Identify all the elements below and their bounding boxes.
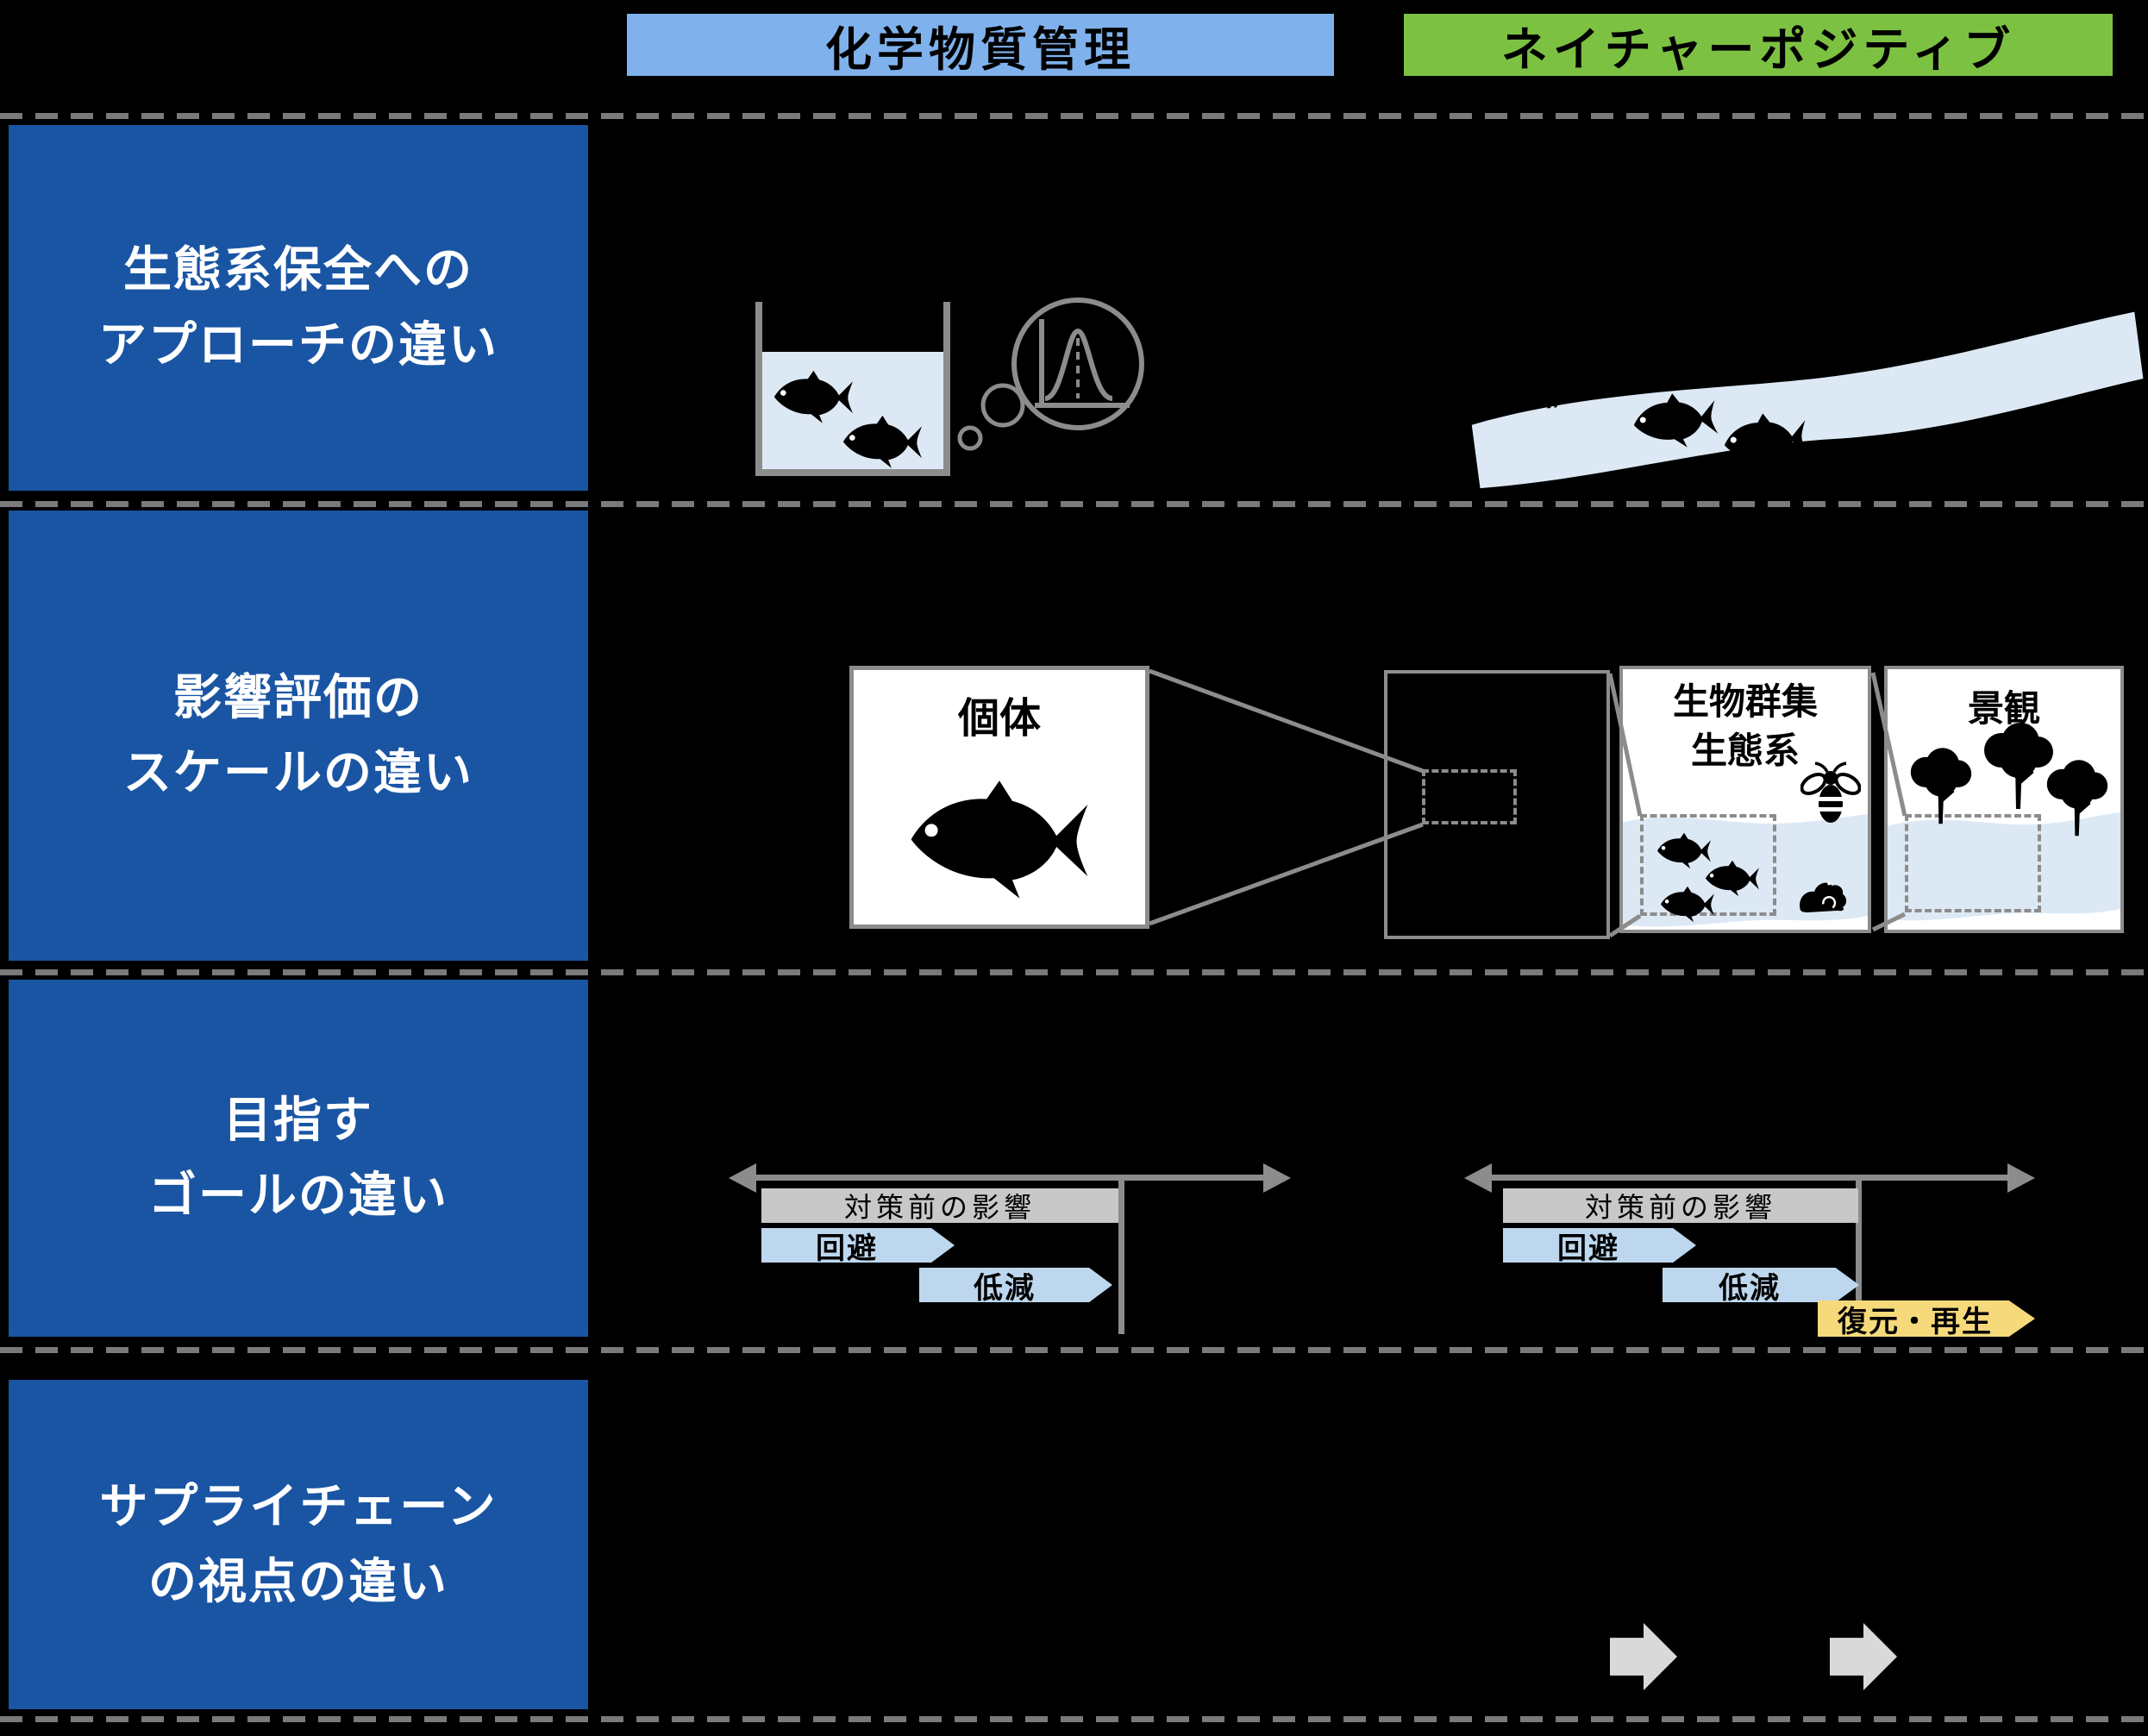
- reed-icon: [1547, 392, 1560, 409]
- row-label-supply-chain: サプライチェーン の視点の違い: [9, 1380, 588, 1709]
- row-label-approach: 生態系保全への アプローチの違い: [9, 125, 588, 491]
- thought-bubble-icon: [957, 298, 1144, 451]
- fish-icon: [911, 780, 1088, 899]
- header-chemical-management: 化学物質管理: [627, 14, 1334, 76]
- reduce-arrow: 低減: [1663, 1268, 1859, 1302]
- dashed-divider: [0, 969, 2148, 975]
- community-label: 生物群集 生態系: [1623, 678, 1868, 775]
- row-label-text: 目指す: [223, 1093, 373, 1148]
- reed-icon: [1865, 347, 1879, 363]
- zoom-area-dashed-rect: [1422, 769, 1517, 824]
- beaker-icon: [755, 302, 950, 476]
- row-label-text: 生態系保全への: [123, 242, 473, 298]
- dashed-divider: [0, 1716, 2148, 1722]
- impact-axis-left-arrowhead: [1464, 1163, 1492, 1193]
- impact-axis-left: [753, 1175, 1267, 1181]
- pre-impact-bar: 対策前の影響: [761, 1188, 1118, 1223]
- community-dashed-rect: [1640, 814, 1776, 916]
- row-label-text: の視点の違い: [148, 1554, 448, 1608]
- community-label-line1: 生物群集: [1672, 681, 1818, 722]
- row-label-goal: 目指す ゴールの違い: [9, 980, 588, 1337]
- row-label-text: サプライチェーン: [99, 1479, 498, 1534]
- tree-icon: [1903, 745, 1979, 830]
- landscape-label: 景観: [1967, 688, 2040, 729]
- community-ecosystem-box: 生物群集 生態系: [1619, 666, 1871, 933]
- landscape-box: 景観: [1884, 666, 2124, 933]
- tree-icon: [2039, 757, 2115, 842]
- water-band: [1888, 812, 2120, 921]
- river-ecosystem-illustration: [1471, 311, 2144, 489]
- row-label-text: スケールの違い: [123, 745, 473, 799]
- individual-label: 個体: [957, 696, 1041, 742]
- row-label-text: アプローチの違い: [98, 317, 498, 372]
- avoid-arrow: 回避: [1503, 1228, 1696, 1263]
- frog-icon: [1798, 881, 1848, 914]
- population-box: [1384, 670, 1610, 939]
- pre-impact-bar: 対策前の影響: [1503, 1188, 1858, 1223]
- bell-curve-icon: [1035, 319, 1130, 408]
- dashed-divider: [0, 113, 2148, 119]
- impact-axis-left-arrowhead: [729, 1163, 756, 1193]
- row-label-scale: 影響評価の スケールの違い: [9, 511, 588, 961]
- row-label-text: 影響評価の: [173, 670, 423, 725]
- impact-axis-right: [1488, 1175, 2011, 1181]
- community-label-line2: 生態系: [1690, 730, 1800, 771]
- row-label-text: ゴールの違い: [148, 1168, 448, 1222]
- beaker-lab-test-illustration: [755, 298, 1144, 476]
- reduce-arrow: 低減: [919, 1268, 1112, 1302]
- river-icon: [1471, 311, 2144, 489]
- landscape-dashed-rect: [1905, 814, 2041, 912]
- dashed-divider: [0, 501, 2148, 507]
- right-arrow-icon: [1610, 1623, 1677, 1690]
- bee-icon: [1800, 761, 1861, 824]
- right-arrow-icon: [1830, 1623, 1897, 1690]
- dashed-divider: [0, 1347, 2148, 1353]
- restore-regenerate-arrow: 復元・再生: [1818, 1300, 2035, 1337]
- no-impact-threshold-line: [1118, 1175, 1124, 1334]
- individual-box: 個体: [849, 666, 1149, 929]
- impact-axis-right-arrowhead: [2007, 1163, 2035, 1193]
- no-impact-threshold-line: [1856, 1175, 1862, 1304]
- impact-axis-right-arrowhead: [1263, 1163, 1291, 1193]
- fish-icon: [1660, 886, 1715, 923]
- header-nature-positive: ネイチャーポジティブ: [1404, 14, 2113, 76]
- avoid-arrow: 回避: [761, 1228, 955, 1263]
